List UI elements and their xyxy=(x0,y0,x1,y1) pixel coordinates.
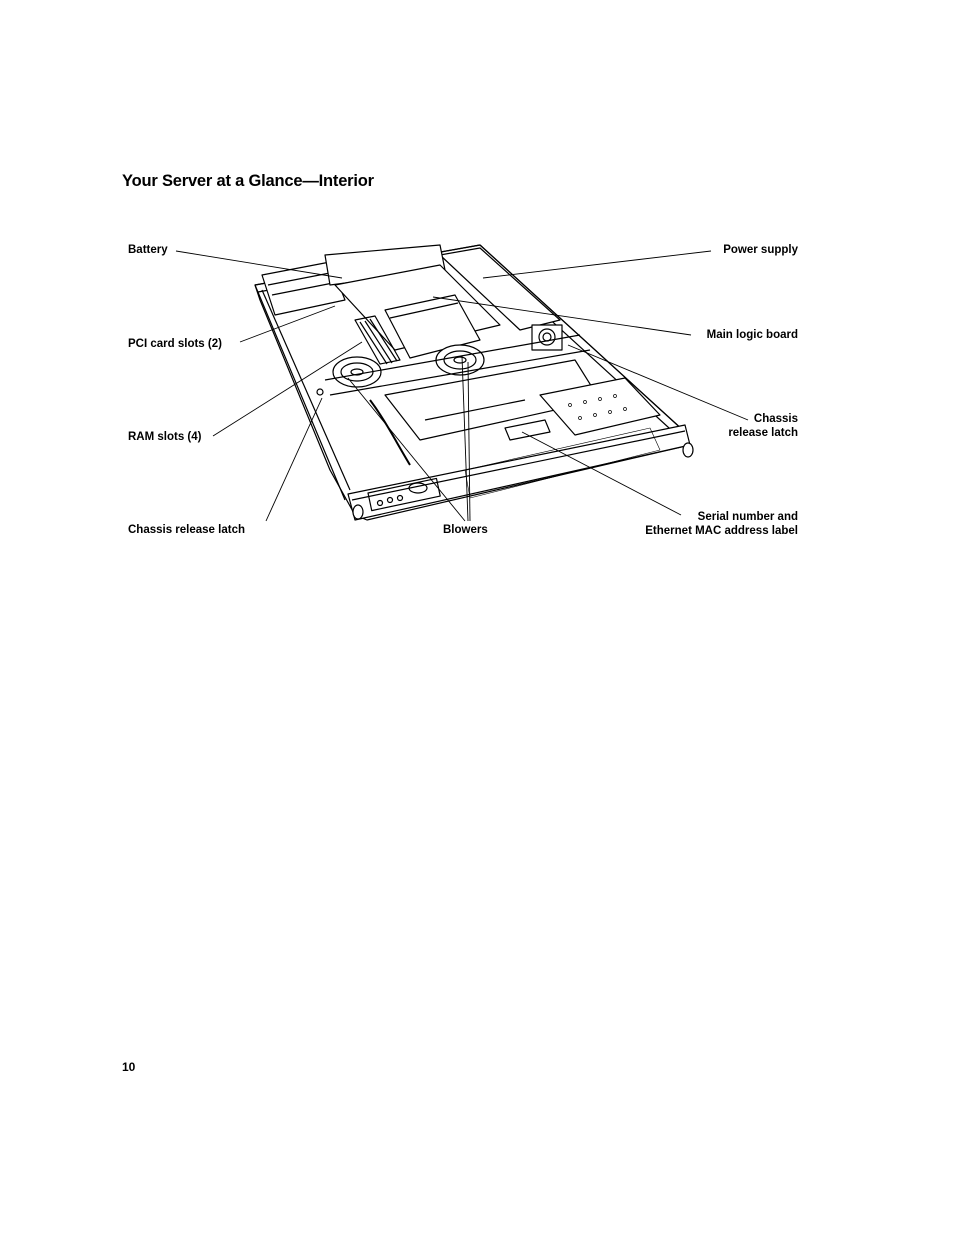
label-chassis-release-latch-right: Chassis release latch xyxy=(728,412,798,440)
label-serial-number: Serial number and Ethernet MAC address l… xyxy=(645,510,798,538)
label-serial-line2: Ethernet MAC address label xyxy=(645,525,798,537)
label-main-logic-board: Main logic board xyxy=(706,329,798,341)
label-blowers: Blowers xyxy=(443,524,488,536)
label-serial-line1: Serial number and xyxy=(697,511,798,523)
label-battery: Battery xyxy=(128,244,168,256)
label-ram-slots: RAM slots (4) xyxy=(128,431,202,443)
page-title: Your Server at a Glance—Interior xyxy=(122,172,374,190)
label-chassis-release-latch-left: Chassis release latch xyxy=(128,524,245,536)
label-pci-card-slots: PCI card slots (2) xyxy=(128,338,222,350)
page-number: 10 xyxy=(122,1060,136,1074)
label-power-supply: Power supply xyxy=(723,244,798,256)
label-chassis-line2: release latch xyxy=(728,427,798,439)
label-chassis-line1: Chassis xyxy=(753,413,798,425)
